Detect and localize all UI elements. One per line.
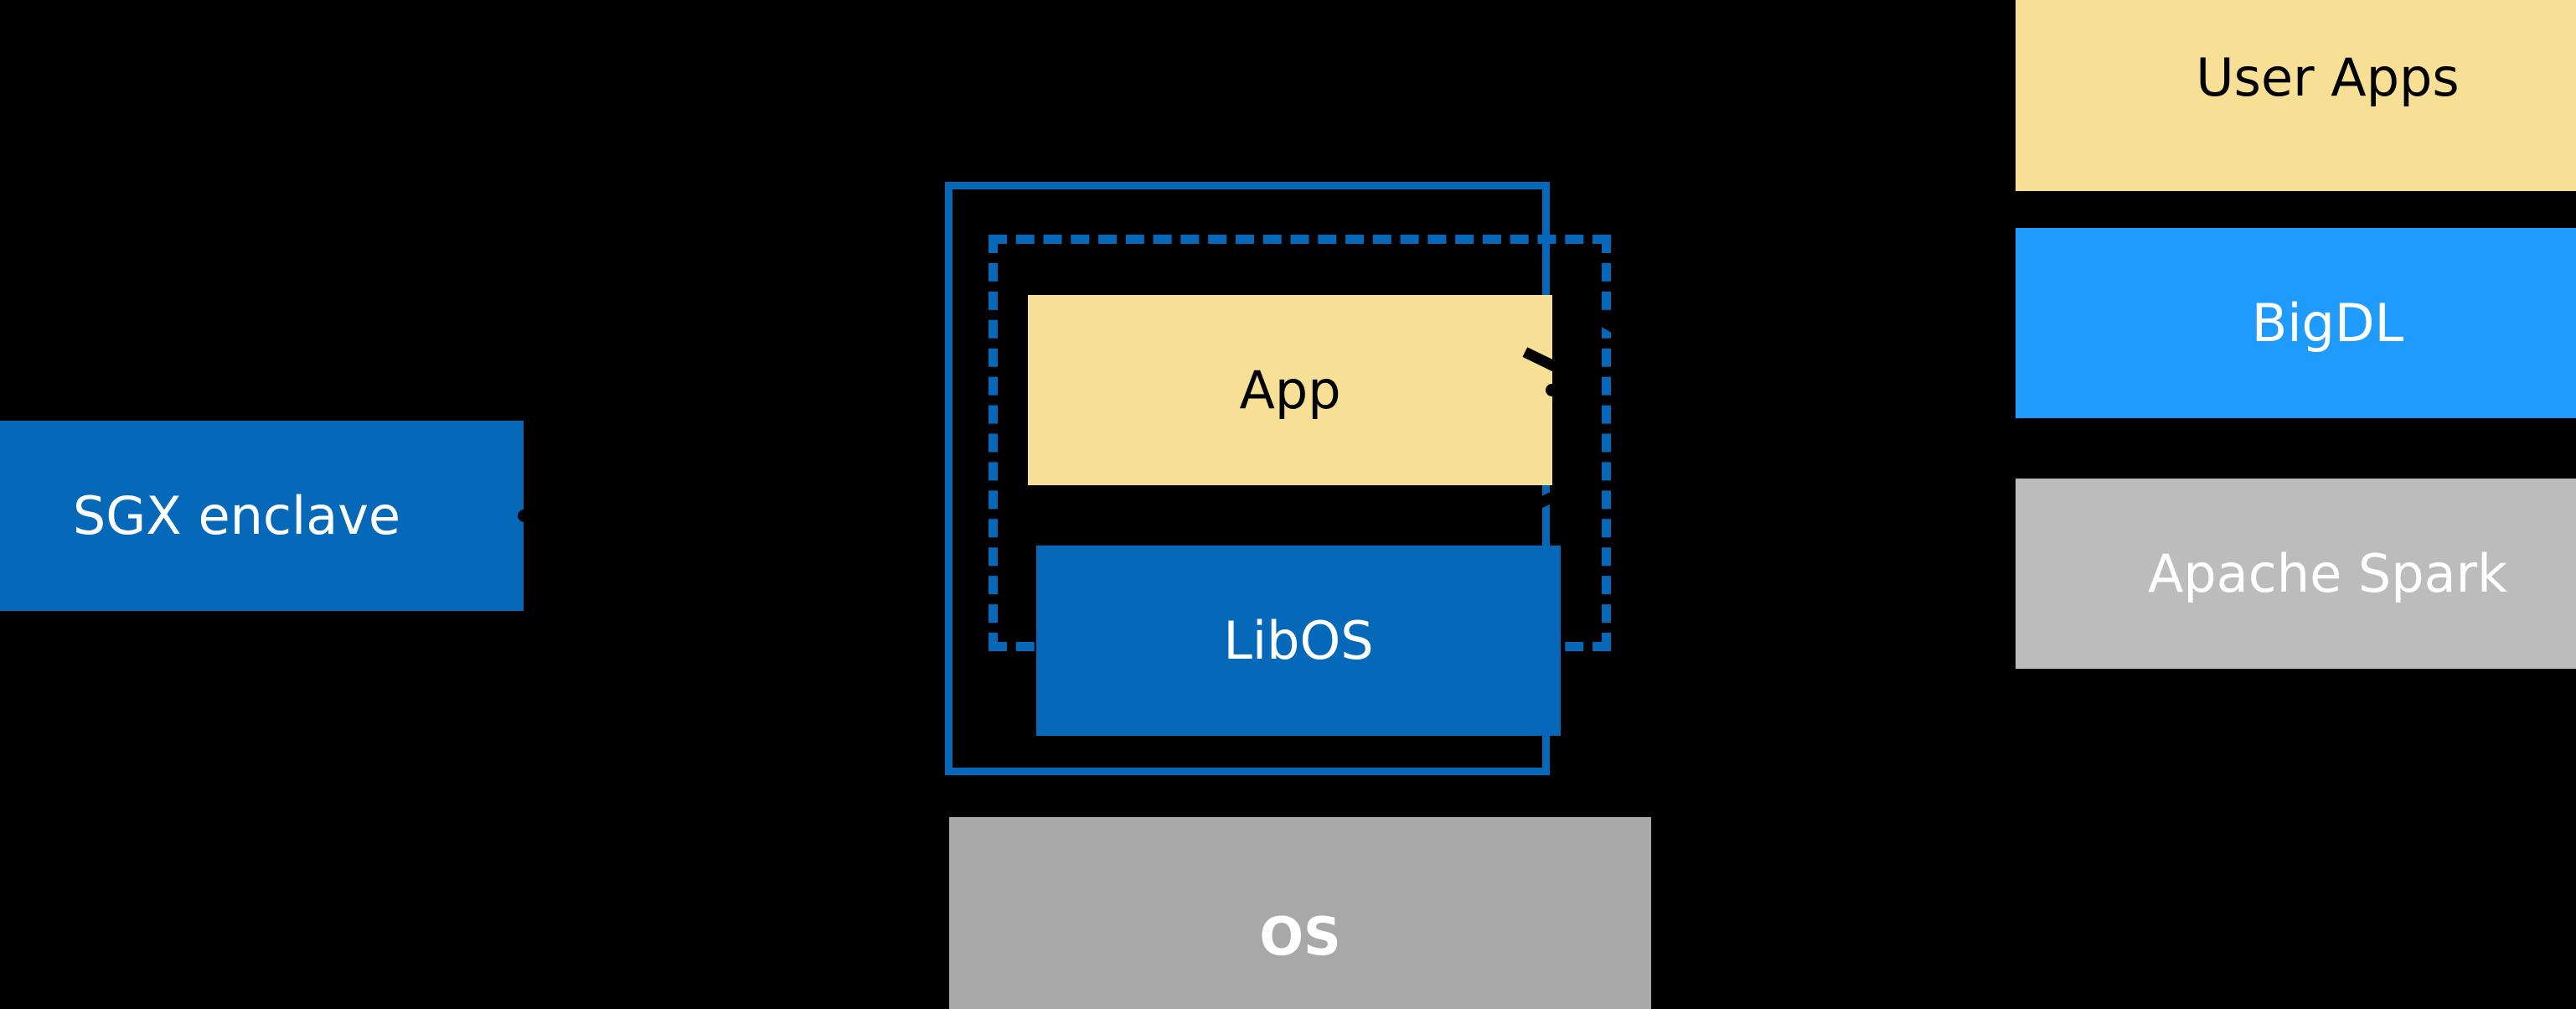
libos-label: LibOS xyxy=(1223,609,1374,671)
apache-spark-label: Apache Spark xyxy=(2147,542,2508,604)
app-anchor-dot xyxy=(1546,384,1558,396)
user-apps-label: User Apps xyxy=(2196,47,2460,109)
app-label: App xyxy=(1239,359,1341,421)
os-label: OS xyxy=(1259,905,1341,967)
app-box[interactable]: App xyxy=(1028,295,1552,485)
sgx-enclave-box[interactable]: SGX enclave xyxy=(0,421,524,611)
apache-spark-box[interactable]: Apache Spark xyxy=(2016,479,2576,669)
bigdl-label: BigDL xyxy=(2251,292,2404,354)
os-box[interactable]: OS xyxy=(949,817,1651,1009)
libos-box[interactable]: LibOS xyxy=(1036,546,1561,736)
user-apps-box[interactable]: User Apps xyxy=(2016,0,2576,191)
sgx-enclave-anchor-dot xyxy=(518,510,530,522)
bigdl-box[interactable]: BigDL xyxy=(2016,228,2576,418)
sgx-enclave-label: SGX enclave xyxy=(72,484,401,546)
